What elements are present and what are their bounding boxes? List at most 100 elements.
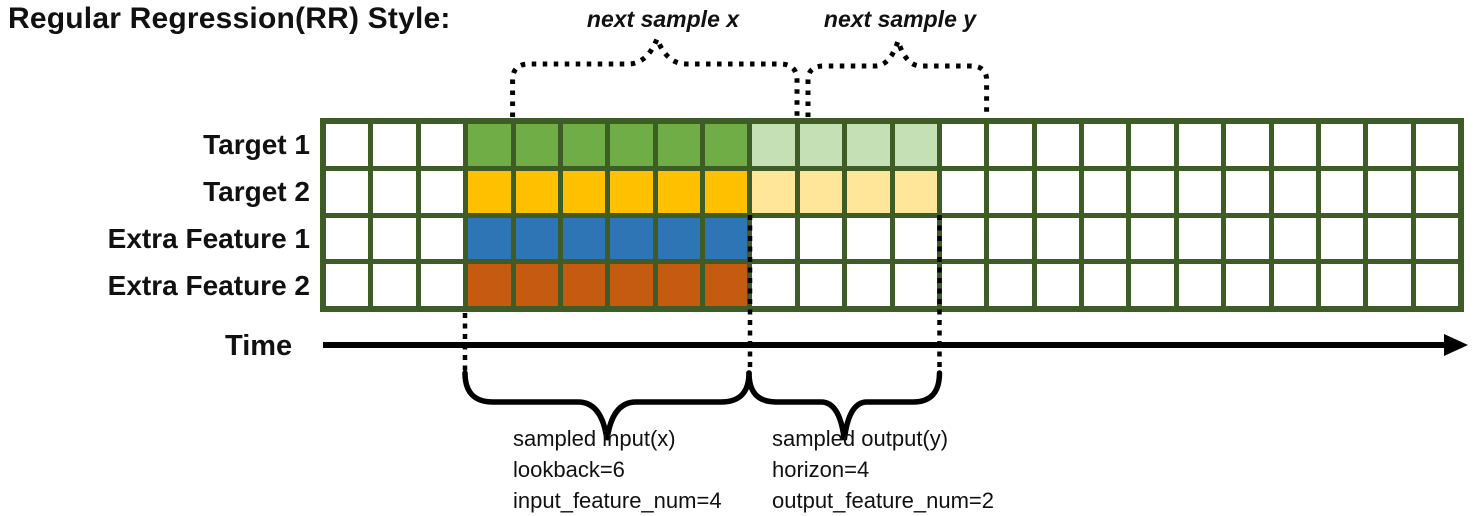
sampled-output-line-3: output_feature_num=2 (772, 488, 995, 513)
grid-cell-r0-c3 (468, 124, 511, 166)
time-series-grid (320, 118, 1464, 312)
row-label-extra-feature-1: Extra Feature 1 (107, 223, 310, 254)
grid-cell-r1-c12 (894, 170, 937, 213)
grid-cell-r2-c19 (1226, 217, 1269, 260)
grid-cell-r2-c9 (752, 217, 795, 260)
grid-cell-r1-c10 (799, 170, 843, 213)
next-sample-y-brace (805, 32, 990, 117)
next-sample-y-label: next sample y (823, 6, 977, 32)
grid-cell-r1-c2 (420, 170, 464, 213)
grid-cell-r3-c15 (1036, 264, 1079, 306)
grid-cell-r3-c14 (989, 264, 1032, 306)
grid-cell-r3-c9 (752, 264, 795, 306)
grid-cell-r2-c5 (562, 217, 606, 260)
grid-cell-r0-c20 (1273, 124, 1316, 166)
grid-cell-r3-c7 (657, 264, 700, 306)
grid-cell-r1-c6 (610, 170, 653, 213)
grid-cell-r3-c3 (468, 264, 511, 306)
diagram-title: Regular Regression(RR) Style: (8, 2, 451, 35)
grid-cell-r3-c10 (799, 264, 843, 306)
grid-cell-r1-c21 (1320, 170, 1364, 213)
grid-cell-r2-c20 (1273, 217, 1316, 260)
grid-cell-r2-c4 (515, 217, 558, 260)
grid-cell-r1-c22 (1368, 170, 1411, 213)
grid-cell-r1-c7 (657, 170, 700, 213)
grid-cell-r3-c12 (894, 264, 937, 306)
grid-cell-r3-c19 (1226, 264, 1269, 306)
sampled-input-line-1: sampled input(x) (513, 426, 676, 451)
grid-cell-r2-c1 (373, 217, 416, 260)
grid-cell-r0-c7 (657, 124, 700, 166)
grid-cell-r1-c9 (752, 170, 795, 213)
grid-cell-r0-c23 (1415, 124, 1458, 166)
grid-cell-r1-c5 (562, 170, 606, 213)
grid-cell-r0-c5 (562, 124, 606, 166)
grid-cell-r0-c16 (1084, 124, 1127, 166)
grid-cell-r1-c13 (941, 170, 985, 213)
grid-cell-r3-c1 (373, 264, 416, 306)
grid-cell-r0-c22 (1368, 124, 1411, 166)
grid-cell-r1-c18 (1178, 170, 1222, 213)
grid-cell-r0-c17 (1131, 124, 1174, 166)
grid-cell-r2-c10 (799, 217, 843, 260)
sampled-output-line-2: horizon=4 (772, 457, 870, 482)
grid-cell-r3-c17 (1131, 264, 1174, 306)
grid-cell-r2-c16 (1084, 217, 1127, 260)
grid-cell-r1-c17 (1131, 170, 1174, 213)
sampled-input-line-2: lookback=6 (513, 457, 625, 482)
sampled-output-caption: sampled output(y) horizon=4 output_featu… (772, 423, 994, 516)
grid-cell-r2-c23 (1415, 217, 1458, 260)
grid-cell-r3-c22 (1368, 264, 1411, 306)
grid-cell-r2-c17 (1131, 217, 1174, 260)
grid-cell-r3-c23 (1415, 264, 1458, 306)
grid-cell-r1-c20 (1273, 170, 1316, 213)
grid-cell-r0-c21 (1320, 124, 1364, 166)
grid-cell-r1-c3 (468, 170, 511, 213)
grid-cell-r1-c8 (705, 170, 748, 213)
grid-cell-r2-c12 (894, 217, 937, 260)
row-label-target-1: Target 1 (203, 129, 310, 160)
row-label-extra-feature-2: Extra Feature 2 (107, 270, 310, 301)
grid-cell-r0-c11 (847, 124, 890, 166)
sampled-input-caption: sampled input(x) lookback=6 input_featur… (513, 423, 722, 516)
grid-cell-r2-c7 (657, 217, 700, 260)
sampled-output-line-1: sampled output(y) (772, 426, 949, 451)
grid-cell-r3-c5 (562, 264, 606, 306)
grid-cell-r2-c18 (1178, 217, 1222, 260)
grid-cell-r3-c2 (420, 264, 464, 306)
grid-cell-r3-c21 (1320, 264, 1364, 306)
grid-cell-r0-c4 (515, 124, 558, 166)
grid-cell-r1-c11 (847, 170, 890, 213)
grid-cell-r1-c0 (326, 170, 369, 213)
grid-cell-r0-c8 (705, 124, 748, 166)
grid-cell-r3-c11 (847, 264, 890, 306)
grid-cell-r1-c1 (373, 170, 416, 213)
time-axis-label: Time (225, 330, 293, 362)
grid-cell-r3-c4 (515, 264, 558, 306)
grid-cell-r0-c15 (1036, 124, 1079, 166)
grid-cell-r0-c12 (894, 124, 937, 166)
grid-cell-r1-c19 (1226, 170, 1269, 213)
grid-cell-r2-c22 (1368, 217, 1411, 260)
grid-cell-r2-c13 (941, 217, 985, 260)
grid-cell-r2-c11 (847, 217, 890, 260)
grid-cell-r1-c4 (515, 170, 558, 213)
grid-cell-r0-c6 (610, 124, 653, 166)
grid-cell-r1-c14 (989, 170, 1032, 213)
grid-cell-r2-c3 (468, 217, 511, 260)
grid-cell-r2-c6 (610, 217, 653, 260)
grid-cell-r2-c0 (326, 217, 369, 260)
next-sample-x-brace (510, 32, 800, 117)
grid-cell-r1-c23 (1415, 170, 1458, 213)
grid-cell-r0-c19 (1226, 124, 1269, 166)
grid-cell-r0-c9 (752, 124, 795, 166)
grid-cell-r1-c15 (1036, 170, 1079, 213)
grid-cell-r0-c2 (420, 124, 464, 166)
grid-cell-r0-c18 (1178, 124, 1222, 166)
grid-cell-r2-c2 (420, 217, 464, 260)
grid-cell-r3-c8 (705, 264, 748, 306)
grid-cell-r0-c0 (326, 124, 369, 166)
time-axis-arrowhead (1444, 334, 1468, 356)
sampled-input-line-3: input_feature_num=4 (513, 488, 722, 513)
